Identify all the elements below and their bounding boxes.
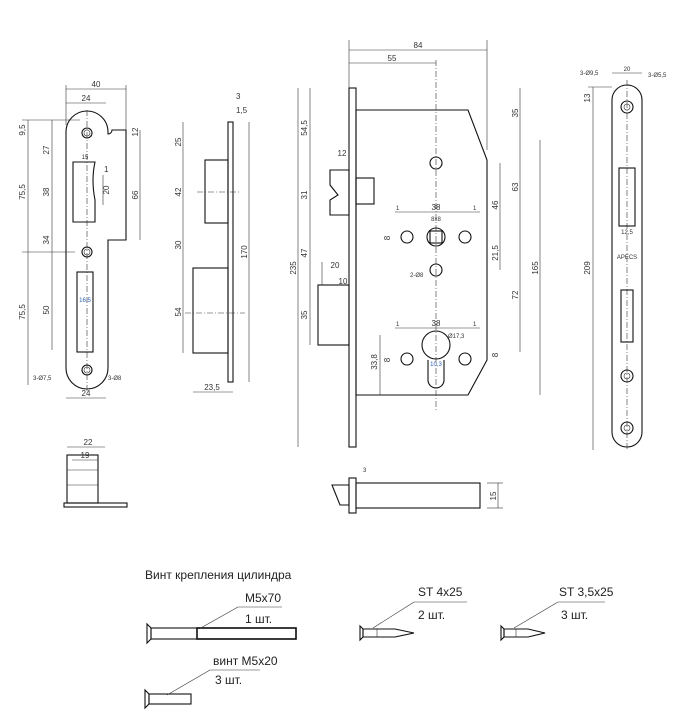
screw-st3-5x25: ST 3,5x25 3 шт. [500,585,614,642]
dim-75-5-upper: 75,5 [18,184,27,200]
dim-66: 66 [131,190,140,199]
dim-30: 30 [174,240,183,249]
dim-24-bottom: 24 [82,389,91,398]
dim-38: 38 [42,187,51,196]
dim-46: 46 [491,200,500,209]
dim-3: 3 [236,92,241,101]
dim-holes-5-5: 3-Ø5,5 [648,73,667,79]
dim-cylinder-17-3: Ø17,3 [448,334,465,340]
dim-20: 20 [624,67,631,73]
dim-1-5: 1,5 [236,106,248,115]
dim-35-left: 35 [300,310,309,319]
dim-1-a: 1 [396,206,400,212]
dim-holes-8: 3-Ø8 [108,376,122,382]
dim-72: 72 [511,290,520,299]
dim-10-3: 10,3 [430,362,442,368]
dim-165: 165 [531,261,540,275]
dim-75-5-lower: 75,5 [18,304,27,320]
dim-19: 19 [81,451,90,460]
dim-50: 50 [42,305,51,314]
dim-54: 54 [174,307,183,316]
dim-22: 22 [84,438,93,447]
screw-m5x20-qty: 3 шт. [215,673,242,687]
dim-2-holes-8: 2-Ø8 [410,273,424,279]
dim-23-5: 23,5 [204,383,220,392]
screw-st3-5x25-name: ST 3,5x25 [559,585,614,599]
dim-21-5: 21,5 [491,245,500,261]
dim-42: 42 [174,187,183,196]
dim-1: 1 [104,165,109,174]
strike-plate-side-view: 3 1,5 25 42 30 54 170 23,5 [174,92,250,393]
dim-235: 235 [289,261,298,275]
dim-24: 24 [82,94,91,103]
screw-m5x70: M5x70 1 шт. [146,591,297,645]
dim-25: 25 [174,137,183,146]
dim-27: 27 [42,145,51,154]
dim-holes-7-5: 3-Ø7,5 [33,376,52,382]
dim-12: 12 [131,127,140,136]
dim-12: 12 [338,149,347,158]
dim-47: 47 [300,248,309,257]
lock-bolt-top-view: 3 15 [331,468,503,514]
dim-12-5: 12,5 [621,230,633,236]
screw-m5x20-name: винт M5x20 [213,654,278,668]
screw-st3-5x25-qty: 3 шт. [561,608,588,622]
screw-m5x70-qty: 1 шт. [245,612,272,626]
dim-31: 31 [300,190,309,199]
dim-10: 10 [339,277,348,286]
dim-holes-9-5: 3-Ø9,5 [580,71,599,77]
dim-209: 209 [583,261,592,275]
dim-8-right: 8 [491,352,500,357]
dim-34: 34 [42,235,51,244]
screw-st4x25-qty: 2 шт. [418,608,445,622]
dim-8-upper: 8 [383,235,392,240]
face-plate-front-view: 20 3-Ø9,5 3-Ø5,5 13 209 12,5 APECS [580,67,667,450]
dim-38-upper: 38 [432,203,441,212]
dim-9-5: 9,5 [18,124,27,136]
dim-15: 15 [489,491,498,500]
strike-plate-front-view: 40 24 9,5 75,5 75,5 27 38 34 50 15 1 20 … [18,80,141,399]
dim-1-b: 1 [473,206,477,212]
dim-20: 20 [331,261,340,270]
dim-16-5: 16,5 [79,298,91,304]
screw-st4x25-name: ST 4x25 [418,585,463,599]
dim-33-8: 33,8 [370,354,379,370]
dim-35-right: 35 [511,108,520,117]
dim-63: 63 [511,182,520,191]
screw-m5x20: винт M5x20 3 шт. [144,654,278,710]
screw-st4x25: ST 4x25 2 шт. [359,585,467,642]
dim-1-d: 1 [473,322,477,328]
screw-m5x70-name: M5x70 [245,591,281,605]
dim-40: 40 [92,80,101,89]
strike-plate-bottom-view: 22 19 [63,438,128,508]
screws-set: Винт крепления цилиндра M5x70 1 шт. винт… [144,568,614,710]
dim-170: 170 [240,245,249,259]
lock-body-front-view: 84 55 35 63 46 21,5 72 165 8 235 54,5 31… [289,40,541,448]
screws-title: Винт крепления цилиндра [145,568,292,582]
dim-84: 84 [414,41,423,50]
dim-55: 55 [388,54,397,63]
dim-13: 13 [583,93,592,102]
dim-1-c: 1 [396,322,400,328]
dim-54-5: 54,5 [300,120,309,136]
dim-8-lower: 8 [383,357,392,362]
dim-8x8: 8x8 [431,217,441,223]
dim-38-lower: 38 [432,319,441,328]
dim-3: 3 [363,468,367,474]
dim-15: 15 [82,155,89,161]
brand-mark: APECS [617,255,637,261]
dim-20: 20 [102,185,111,194]
